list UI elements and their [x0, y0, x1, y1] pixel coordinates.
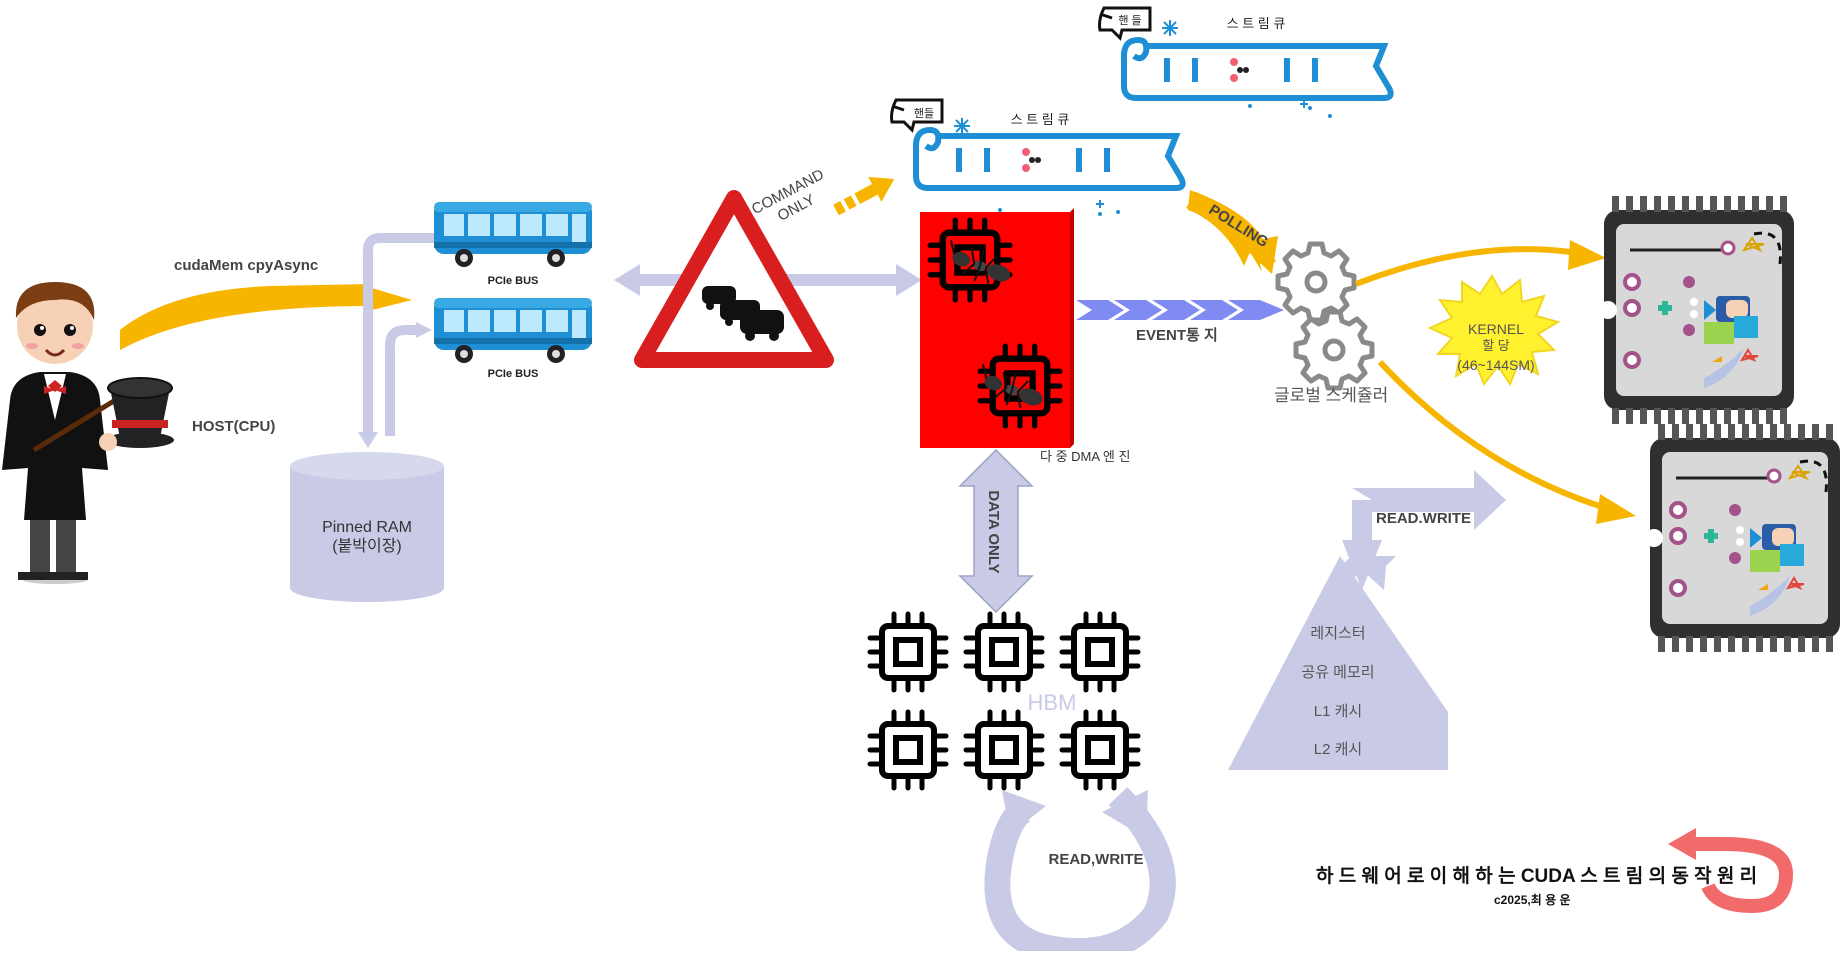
pinned-ram-label-line2: (붙박이장): [332, 537, 402, 555]
data-only-double-arrow: [958, 448, 1034, 614]
memory-level-l1: L1 캐시: [1314, 703, 1362, 720]
memory-read-write-arrow: [1340, 470, 1506, 590]
stream-queue-front: [916, 130, 1183, 188]
sm-processor-top: [1599, 196, 1794, 424]
footer-credit: c2025,최 용 운: [1494, 892, 1571, 907]
hbm-read-write-cycle-arrow: [984, 786, 1176, 956]
footer-title: 하 드 웨 어 로 이 해 하 는 CUDA 스 트 림 의 동 작 원 리: [1316, 865, 1757, 887]
sm-processor-bottom: [1645, 424, 1840, 652]
event-chevron-arrow: [1076, 300, 1284, 320]
pinned-ram-label-line1: Pinned RAM: [322, 519, 412, 536]
stream-queue-title-back: 스 트 림 큐: [1227, 16, 1286, 31]
gear-icon: [1278, 244, 1354, 320]
footer-loop-arrow: [1668, 828, 1794, 914]
handle-tag-icon-front: [890, 98, 944, 133]
dma-engine-label: 다 중 DMA 엔 진: [1040, 449, 1130, 464]
kernel-label-line2: 할 당: [1482, 338, 1510, 353]
pcie-bus-label-1: PCIe BUS: [488, 275, 539, 287]
stream-queue-title-front: 스 트 림 큐: [1011, 112, 1070, 127]
global-scheduler-label: 글로벌 스케쥴러: [1274, 386, 1388, 405]
snowflake-icon: [954, 20, 1178, 134]
ram-bus-connectors: [363, 233, 440, 438]
hbm-label: HBM: [1028, 690, 1077, 715]
event-label: EVENT통 지: [1136, 327, 1218, 344]
pcie-bus-1: [434, 202, 592, 267]
data-only-label: DATA ONLY: [985, 490, 1002, 573]
memcpy-label: cudaMem cpyAsync: [174, 257, 318, 274]
kernel-label-line3: (46~144SM): [1457, 357, 1534, 373]
memory-level-l2: L2 캐시: [1314, 741, 1362, 758]
pcie-bus-label-2: PCIe BUS: [488, 368, 539, 380]
queue-decoration: [998, 100, 1332, 216]
pinned-ram-cylinder: [290, 452, 444, 602]
memory-level-shared: 공유 메모리: [1301, 664, 1374, 681]
polling-arrow: [1186, 190, 1278, 274]
memory-hierarchy-triangle: [1228, 556, 1448, 770]
host-magician-illustration: [2, 282, 174, 584]
stream-queue-back: [1124, 40, 1391, 98]
hbm-read-write-label: READ,WRITE: [1049, 851, 1144, 868]
gear-icon-secondary: [1296, 312, 1372, 388]
host-label: HOST(CPU): [192, 418, 275, 435]
scheduler-to-sm-arrow-top: [1354, 240, 1606, 287]
traffic-warning-sign: [634, 190, 834, 368]
pcie-bus-2: [434, 298, 592, 363]
dma-engine-block: [920, 208, 1074, 448]
handle-tag-icon-back: [1098, 6, 1152, 41]
scheduler-to-sm-arrow-bottom: [1377, 359, 1636, 524]
handle-label-front: 핸들: [914, 107, 934, 120]
memory-read-write-label: READ.WRITE: [1376, 510, 1471, 527]
memory-level-register: 레지스터: [1310, 625, 1365, 642]
kernel-allocation-burst: [1427, 274, 1561, 387]
handle-label-back: 핸 들: [1118, 14, 1141, 27]
command-arrow: [833, 176, 895, 216]
kernel-label-line1: KERNEL: [1468, 321, 1524, 337]
hbm-chip-grid: [870, 614, 1138, 788]
